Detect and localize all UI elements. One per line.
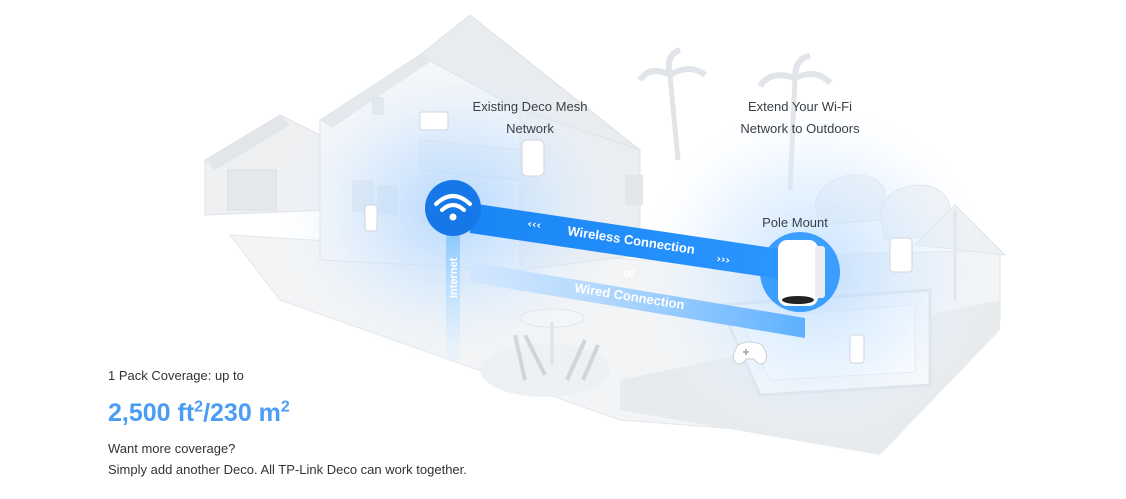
existing-network-label: Existing Deco Mesh Network (440, 96, 620, 140)
wifi-icon (425, 180, 481, 236)
coverage-ft: 2,500 ft (108, 399, 195, 427)
coverage-info: 1 Pack Coverage: up to 2,500 ft2/230 m2 … (108, 366, 568, 480)
deco-device-icon (364, 111, 913, 364)
or-label: or (623, 266, 635, 280)
gamepad-icon (732, 341, 768, 365)
chevrons-right-icon: ››› (716, 252, 731, 267)
internet-label: Internet (448, 257, 460, 298)
coverage-m: /230 m (203, 399, 281, 427)
coverage-m-exp: 2 (280, 398, 290, 416)
wired-connection-beam (470, 262, 805, 338)
existing-network-line2: Network (506, 121, 554, 136)
wireless-connection-beam (470, 203, 800, 282)
internet-line (446, 220, 460, 360)
coverage-note: Simply add another Deco. All TP-Link Dec… (108, 462, 467, 477)
outdoor-extension-line2: Network to Outdoors (740, 121, 860, 136)
chevrons-left-icon: ‹‹‹ (527, 217, 542, 232)
pole-mount-label: Pole Mount (762, 215, 828, 230)
outdoor-extension-line1: Extend Your Wi-Fi (747, 99, 853, 114)
coverage-ft-exp: 2 (194, 398, 204, 416)
outdoor-extension-label: Extend Your Wi-Fi Network to Outdoors (700, 96, 900, 140)
existing-network-line1: Existing Deco Mesh (472, 99, 588, 114)
coverage-intro: 1 Pack Coverage: up to (108, 368, 244, 383)
pole-mount-device-icon (760, 232, 840, 312)
coverage-value: 2,500 ft2/230 m2 (108, 396, 568, 430)
coverage-question: Want more coverage? (108, 441, 236, 456)
